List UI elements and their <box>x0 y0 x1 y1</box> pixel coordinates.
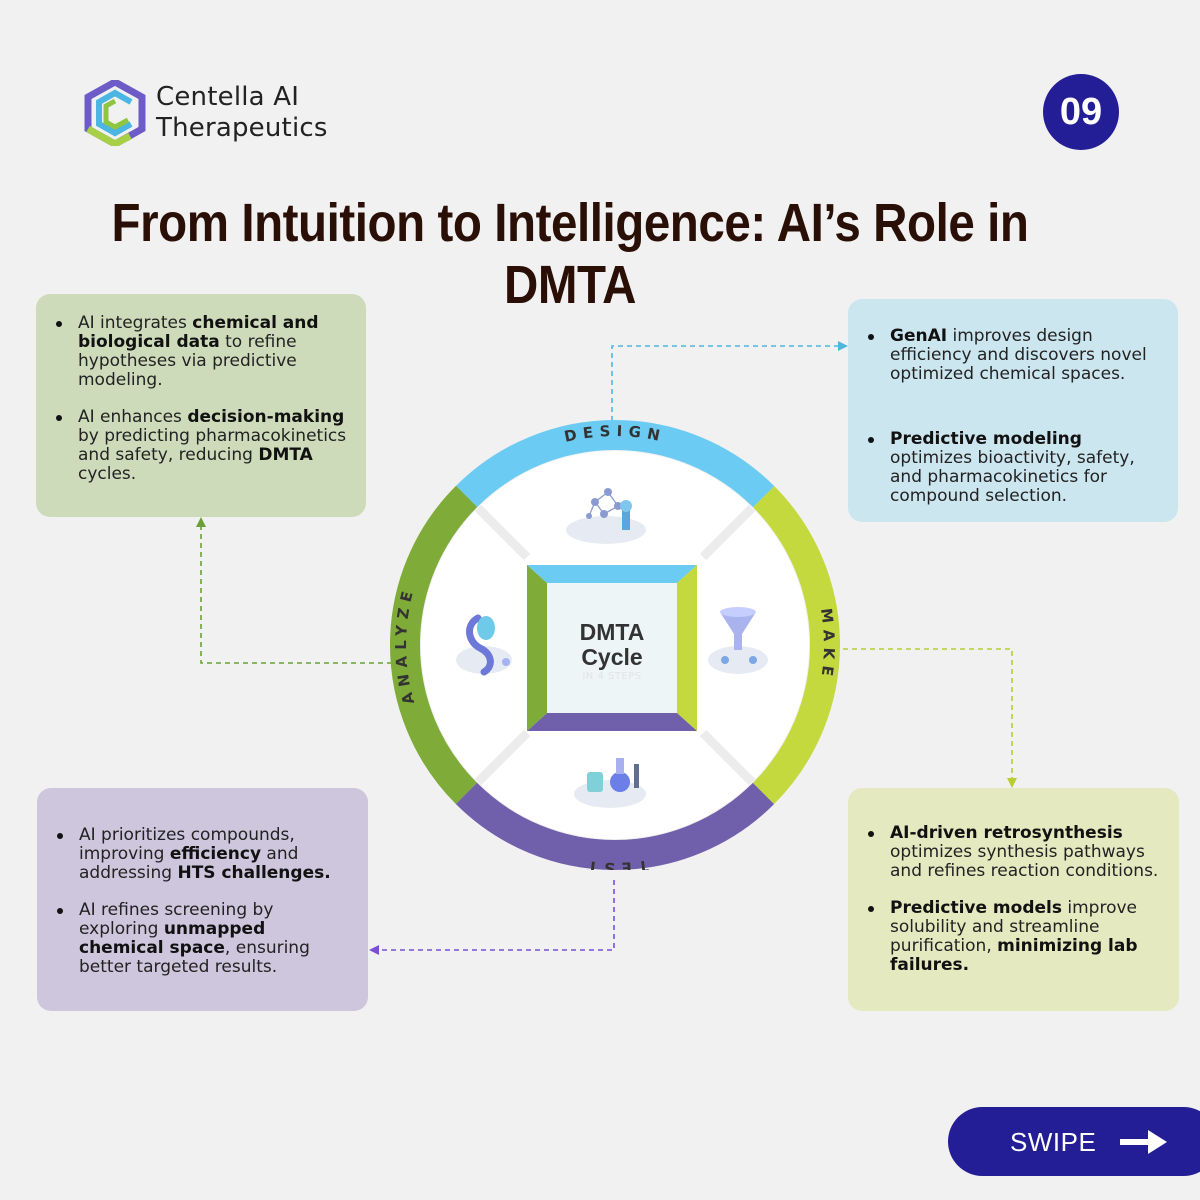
design-b1-text: improves design efficiency and discovers… <box>890 326 1147 384</box>
analyze-b2-text-2: by predicting pharmacokinetics and safet… <box>78 426 347 465</box>
design-arrowhead <box>838 341 848 351</box>
stage-label-design: DESIGN <box>563 422 662 446</box>
brand-name: Centella AI Therapeutics <box>156 82 328 144</box>
design-b2-text: optimizes bioactivity, safety, and pharm… <box>890 448 1135 506</box>
make-b2-text: improve solubility and streamline purifi… <box>890 898 1137 956</box>
design-bullet-2: Predictive modeling optimizes bioactivit… <box>868 429 1164 506</box>
design-b1-bold: GenAI <box>890 326 948 346</box>
test-b1-text-2: and addressing <box>79 844 299 883</box>
make-b1-bold: AI-driven retrosynthesis <box>890 823 1123 843</box>
make-arrowhead <box>1007 778 1017 788</box>
brand-line-2: Therapeutics <box>156 113 328 143</box>
anatomy-icon <box>456 614 512 676</box>
test-bullet-1: AI prioritizes compounds, improving effi… <box>57 825 354 883</box>
design-connector <box>611 345 840 430</box>
stage-label-test: TEST <box>581 857 644 870</box>
test-info-box: AI prioritizes compounds, improving effi… <box>37 788 368 1011</box>
frame-bottom <box>527 713 697 731</box>
frame-top <box>527 565 697 583</box>
svg-text:ANALYZE: ANALYZE <box>392 584 418 706</box>
make-bullet-1: AI-driven retrosynthesis optimizes synth… <box>868 823 1165 881</box>
analyze-b2-text-1: AI enhances <box>78 407 188 427</box>
analyze-segment <box>390 420 840 870</box>
design-b2-bold: Predictive modeling <box>890 429 1082 449</box>
design-segment <box>390 420 840 870</box>
arrow-right-icon <box>1120 1130 1167 1154</box>
test-b1-bold-2: HTS challenges. <box>177 863 331 883</box>
analyze-b2-bold-2: DMTA <box>258 445 313 465</box>
frame-left <box>527 565 547 731</box>
analyze-bullet-1: AI integrates chemical and biological da… <box>56 313 352 390</box>
analyze-b1-text-2: to refine hypotheses via predictive mode… <box>78 332 297 390</box>
analyze-connector <box>200 526 392 664</box>
test-segment <box>390 420 840 870</box>
funnel-lab-icon <box>708 607 768 674</box>
dmta-cycle-diagram: DESIGN MAKE TEST ANALYZE <box>390 420 840 870</box>
brand-line-1: Centella AI <box>156 82 300 112</box>
test-b1-text-1: AI prioritizes compounds, improving <box>79 825 295 864</box>
make-b2-bold-2: minimizing lab failures. <box>890 936 1138 975</box>
analyze-b2-bold-1: decision-making <box>187 407 345 427</box>
centella-logo-icon <box>84 80 146 146</box>
page-title: From Intuition to Intelligence: AI’s Rol… <box>111 193 1029 315</box>
cycle-center-title: DMTA Cycle <box>548 620 676 670</box>
design-info-box: GenAI improves design efficiency and dis… <box>848 299 1178 522</box>
analyze-info-box: AI integrates chemical and biological da… <box>36 294 366 517</box>
make-segment <box>390 420 840 870</box>
test-arrowhead <box>369 945 379 955</box>
test-tubes-icon <box>574 758 646 808</box>
cycle-center-subtitle: IN 4 STEPS <box>582 671 642 682</box>
analyze-b1-bold: chemical and biological data <box>78 313 319 352</box>
svg-text:MAKE: MAKE <box>817 607 838 683</box>
frame-right <box>677 565 697 731</box>
test-b2-bold: unmapped chemical space <box>79 919 266 958</box>
test-b2-text-2: , ensuring better targeted results. <box>79 938 310 977</box>
make-bullet-2: Predictive models improve solubility and… <box>868 898 1165 975</box>
cycle-title-line-2: Cycle <box>581 644 643 670</box>
test-bullet-2: AI refines screening by exploring unmapp… <box>57 900 354 977</box>
test-connector <box>378 880 615 951</box>
stage-label-analyze: ANALYZE <box>392 584 412 706</box>
molecule-lab-icon <box>566 488 646 544</box>
frame-center <box>547 583 677 713</box>
cycle-title-line-1: DMTA <box>579 619 645 645</box>
make-b1-text: optimizes synthesis pathways and refines… <box>890 842 1159 881</box>
swipe-button[interactable]: SWIPE <box>948 1107 1200 1176</box>
make-connector <box>834 648 1013 780</box>
test-b1-bold-1: efficiency <box>169 844 262 864</box>
make-b2-bold-1: Predictive models <box>890 898 1062 918</box>
test-b2-text-1: AI refines screening by exploring <box>79 900 274 939</box>
swipe-label: SWIPE <box>1010 1127 1097 1157</box>
analyze-b2-text-3: cycles. <box>78 464 137 484</box>
design-bullet-1: GenAI improves design efficiency and dis… <box>868 326 1164 384</box>
analyze-b1-text-1: AI integrates <box>78 313 193 333</box>
make-info-box: AI-driven retrosynthesis optimizes synth… <box>848 788 1179 1011</box>
stage-label-make: MAKE <box>817 607 832 683</box>
analyze-arrowhead <box>196 517 206 527</box>
svg-text:TEST: TEST <box>581 857 650 870</box>
analyze-bullet-2: AI enhances decision-making by predictin… <box>56 407 352 484</box>
page-number-badge: 09 <box>1043 74 1119 150</box>
svg-text:DESIGN: DESIGN <box>563 422 668 446</box>
